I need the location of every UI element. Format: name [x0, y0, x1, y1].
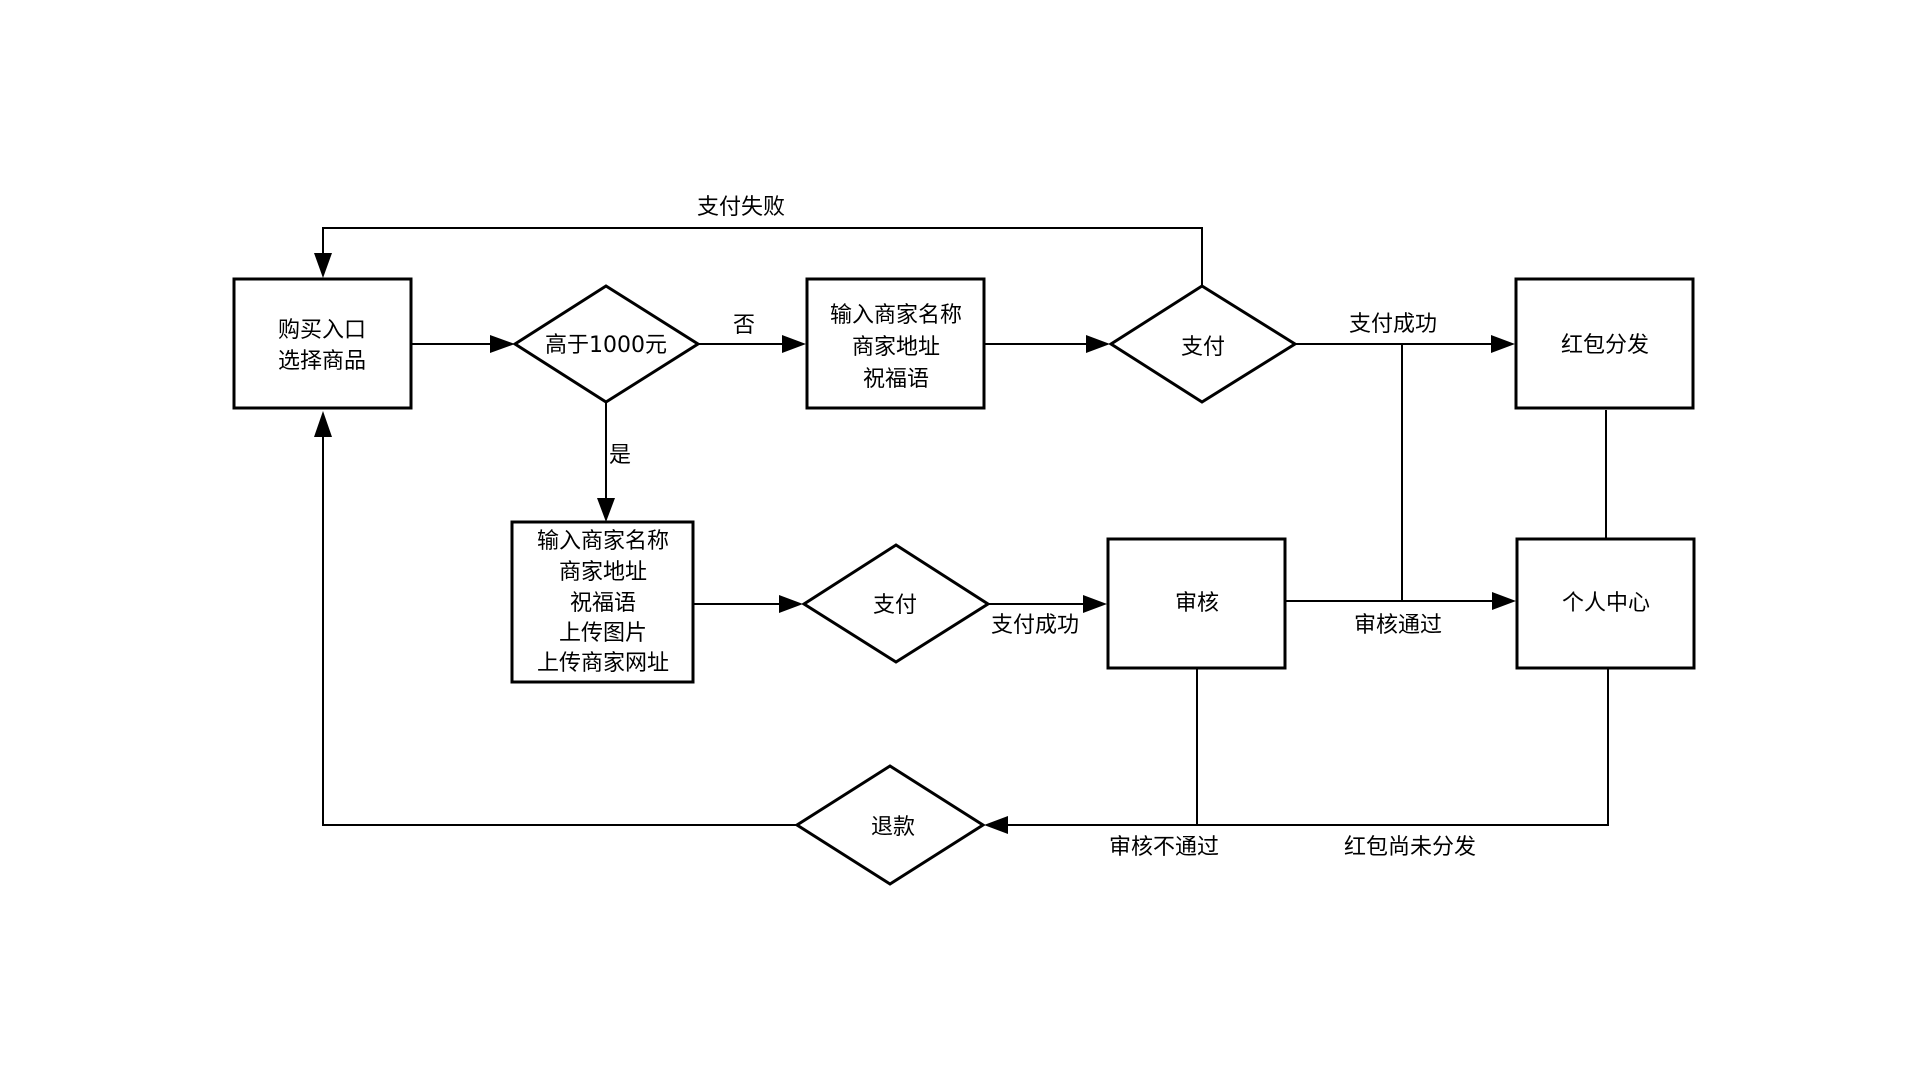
node-start-label: 选择商品	[278, 349, 366, 374]
node-input-basic-label: 输入商家名称	[830, 303, 962, 328]
arrowhead	[1083, 595, 1107, 613]
node-input-basic-label: 商家地址	[852, 335, 940, 360]
node-pay-bottom-diamond	[801, 543, 991, 664]
edge-refund-to-start	[322, 437, 797, 826]
node-check-amount-label: 高于1000元	[545, 333, 667, 358]
arrowhead	[314, 411, 332, 437]
node-input-full-label: 商家地址	[559, 560, 647, 585]
arrowhead	[1086, 335, 1110, 353]
node-input-full-label: 祝福语	[570, 591, 636, 616]
node-review-box	[1106, 537, 1287, 670]
node-pay-bottom-label: 支付	[873, 593, 917, 618]
arrowhead	[1492, 592, 1516, 610]
node-check-amount-diamond	[512, 284, 701, 404]
node-start-label: 购买入口	[278, 318, 366, 343]
arrowhead	[490, 335, 515, 353]
node-refund-label: 退款	[871, 815, 915, 840]
node-input-full-box	[510, 520, 695, 684]
node-pay-top-diamond	[1108, 284, 1298, 404]
node-start-box	[232, 277, 413, 410]
arrowhead	[779, 595, 803, 613]
node-input-full-label: 上传图片	[559, 621, 647, 646]
arrowhead	[984, 816, 1008, 834]
edge-label-pay-fail: 支付失败	[697, 195, 785, 220]
node-personal-center-label: 个人中心	[1562, 591, 1650, 616]
edge-label-review-fail: 审核不通过	[1109, 835, 1219, 860]
edge-review-fail	[1008, 668, 1198, 826]
edge-pay-fail-loop	[322, 227, 1203, 286]
node-refund-diamond	[794, 764, 986, 886]
node-input-basic-label: 祝福语	[863, 367, 929, 392]
shapes	[232, 277, 1696, 886]
arrowhead	[782, 335, 806, 353]
edge-label-no: 否	[733, 313, 755, 338]
edge-label-red-packet-not-sent: 红包尚未分发	[1344, 835, 1476, 860]
node-red-packet-label: 红包分发	[1561, 333, 1649, 358]
edge-label-pay-success-bottom: 支付成功	[991, 613, 1079, 638]
node-pay-top-label: 支付	[1181, 335, 1225, 360]
node-red-packet-box	[1514, 277, 1695, 410]
edge-red-packet-not-sent	[1197, 668, 1609, 826]
arrowhead	[1491, 335, 1515, 353]
connectors	[314, 227, 1609, 834]
node-review-label: 审核	[1175, 591, 1219, 616]
edge-labels: 否 是 支付失败 支付成功 支付成功 审核通过 审核不通过 红包尚未分发	[609, 195, 1476, 860]
node-personal-center-box	[1515, 537, 1696, 670]
arrowhead	[597, 498, 615, 522]
edge-label-pay-success-top: 支付成功	[1349, 312, 1437, 337]
node-labels: 购买入口 选择商品 高于1000元 输入商家名称 商家地址 祝福语 支付 红包分…	[278, 303, 1650, 840]
node-input-full-label: 输入商家名称	[537, 529, 669, 554]
arrowhead	[314, 253, 332, 278]
edge-label-review-pass: 审核通过	[1354, 613, 1442, 638]
node-input-basic-box	[805, 277, 986, 410]
node-input-full-label: 上传商家网址	[537, 651, 669, 676]
edge-label-yes: 是	[609, 443, 631, 468]
